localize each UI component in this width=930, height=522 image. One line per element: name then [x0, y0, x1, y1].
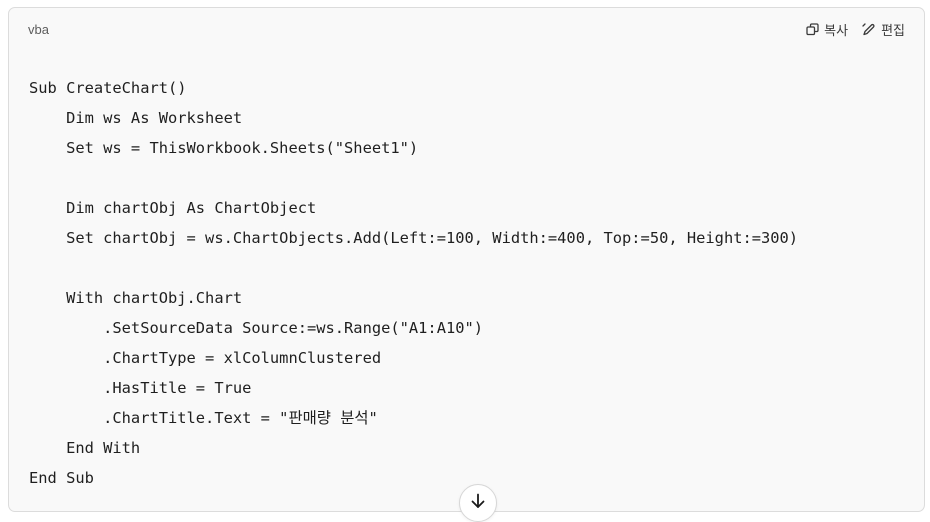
- arrow-down-icon: [469, 492, 487, 515]
- code-line: [29, 253, 798, 283]
- edit-button[interactable]: 편집: [862, 20, 905, 39]
- code-line: End Sub: [29, 469, 94, 487]
- code-line: Set ws = ThisWorkbook.Sheets("Sheet1"): [29, 139, 419, 157]
- scroll-to-bottom-button[interactable]: [459, 484, 497, 522]
- code-line: .HasTitle = True: [29, 379, 252, 397]
- code-line: With chartObj.Chart: [29, 289, 243, 307]
- code-line: End With: [29, 439, 141, 457]
- copy-label: 복사: [824, 24, 849, 39]
- copy-icon: [806, 23, 819, 36]
- code-line: .ChartType = xlColumnClustered: [29, 349, 382, 367]
- code-line: Dim chartObj As ChartObject: [29, 199, 317, 217]
- code-line: .SetSourceData Source:=ws.Range("A1:A10"…: [29, 319, 484, 337]
- code-line: Set chartObj = ws.ChartObjects.Add(Left:…: [29, 229, 799, 247]
- code-line: Sub CreateChart(): [29, 79, 187, 97]
- edit-label: 편집: [881, 24, 905, 39]
- code-content: Sub CreateChart() Dim ws As Worksheet Se…: [29, 73, 798, 493]
- pencil-icon: [862, 23, 876, 36]
- code-block-header: vba 복사 편집: [9, 8, 924, 52]
- language-label: vba: [28, 22, 49, 37]
- copy-button[interactable]: 복사: [806, 20, 848, 39]
- code-line: .ChartTitle.Text = "판매량 분석": [29, 409, 378, 427]
- code-line: [29, 163, 798, 193]
- code-block: vba 복사 편집: [8, 7, 925, 512]
- code-actions: 복사 편집: [806, 20, 905, 39]
- code-line: Dim ws As Worksheet: [29, 109, 243, 127]
